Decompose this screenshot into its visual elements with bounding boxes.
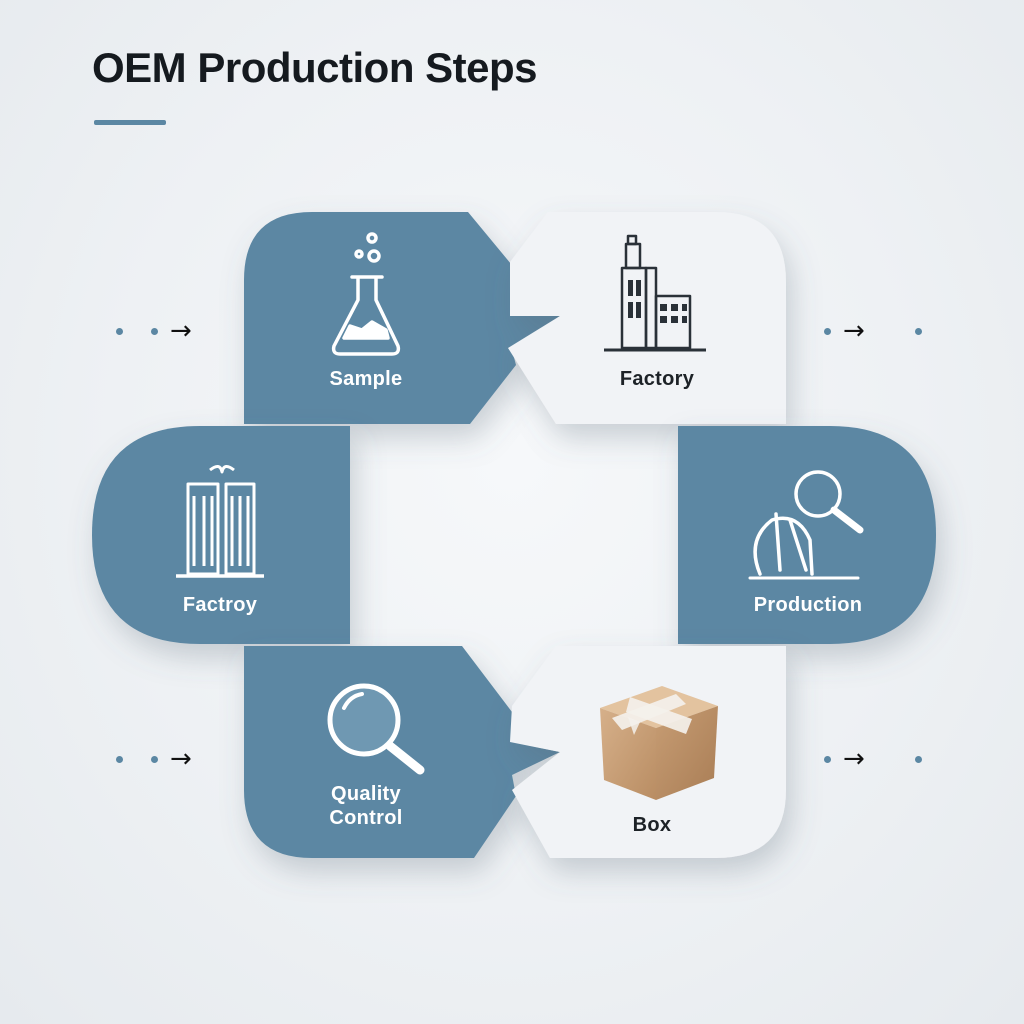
step-label-box: Box xyxy=(632,814,672,836)
step-label-production: Production xyxy=(753,594,863,616)
step-label-quality-control: Quality Control xyxy=(300,782,432,830)
box-icon xyxy=(600,686,718,800)
connector-dot xyxy=(914,755,922,763)
magnifier-machine-icon xyxy=(748,470,864,580)
connector-right-bottom: → xyxy=(824,746,922,772)
page-title: OEM Production Steps xyxy=(92,44,538,91)
arrow-right-icon: → xyxy=(843,316,865,346)
step-label-quality: Quality xyxy=(331,783,401,805)
flask-icon xyxy=(331,232,401,356)
step-tile-factory-left xyxy=(92,426,350,644)
title-underline xyxy=(94,120,166,125)
arrow-right-icon: → xyxy=(843,744,865,774)
step-label-sample: Sample xyxy=(329,368,403,390)
connector-left-top: → xyxy=(116,318,192,344)
magnifying-glass-icon xyxy=(327,683,425,775)
arrow-right-icon: → xyxy=(170,316,192,346)
connector-dot xyxy=(151,327,158,335)
connector-dot xyxy=(914,327,922,335)
step-label-control: Control xyxy=(329,807,403,829)
arrow-right-icon: → xyxy=(170,744,192,774)
connector-dot xyxy=(151,755,158,763)
connector-dot xyxy=(116,327,123,335)
connector-dot xyxy=(824,755,831,763)
connector-right-top: → xyxy=(824,318,922,344)
step-label-factory-top: Factory xyxy=(619,368,695,390)
step-tile-sample xyxy=(244,212,560,424)
connector-dot xyxy=(824,327,831,335)
connector-dot xyxy=(116,755,123,763)
connector-left-bottom: → xyxy=(116,746,192,772)
factory-building-icon xyxy=(604,234,706,352)
towers-icon xyxy=(176,465,264,578)
step-label-factory-left: Factroy xyxy=(182,594,258,616)
